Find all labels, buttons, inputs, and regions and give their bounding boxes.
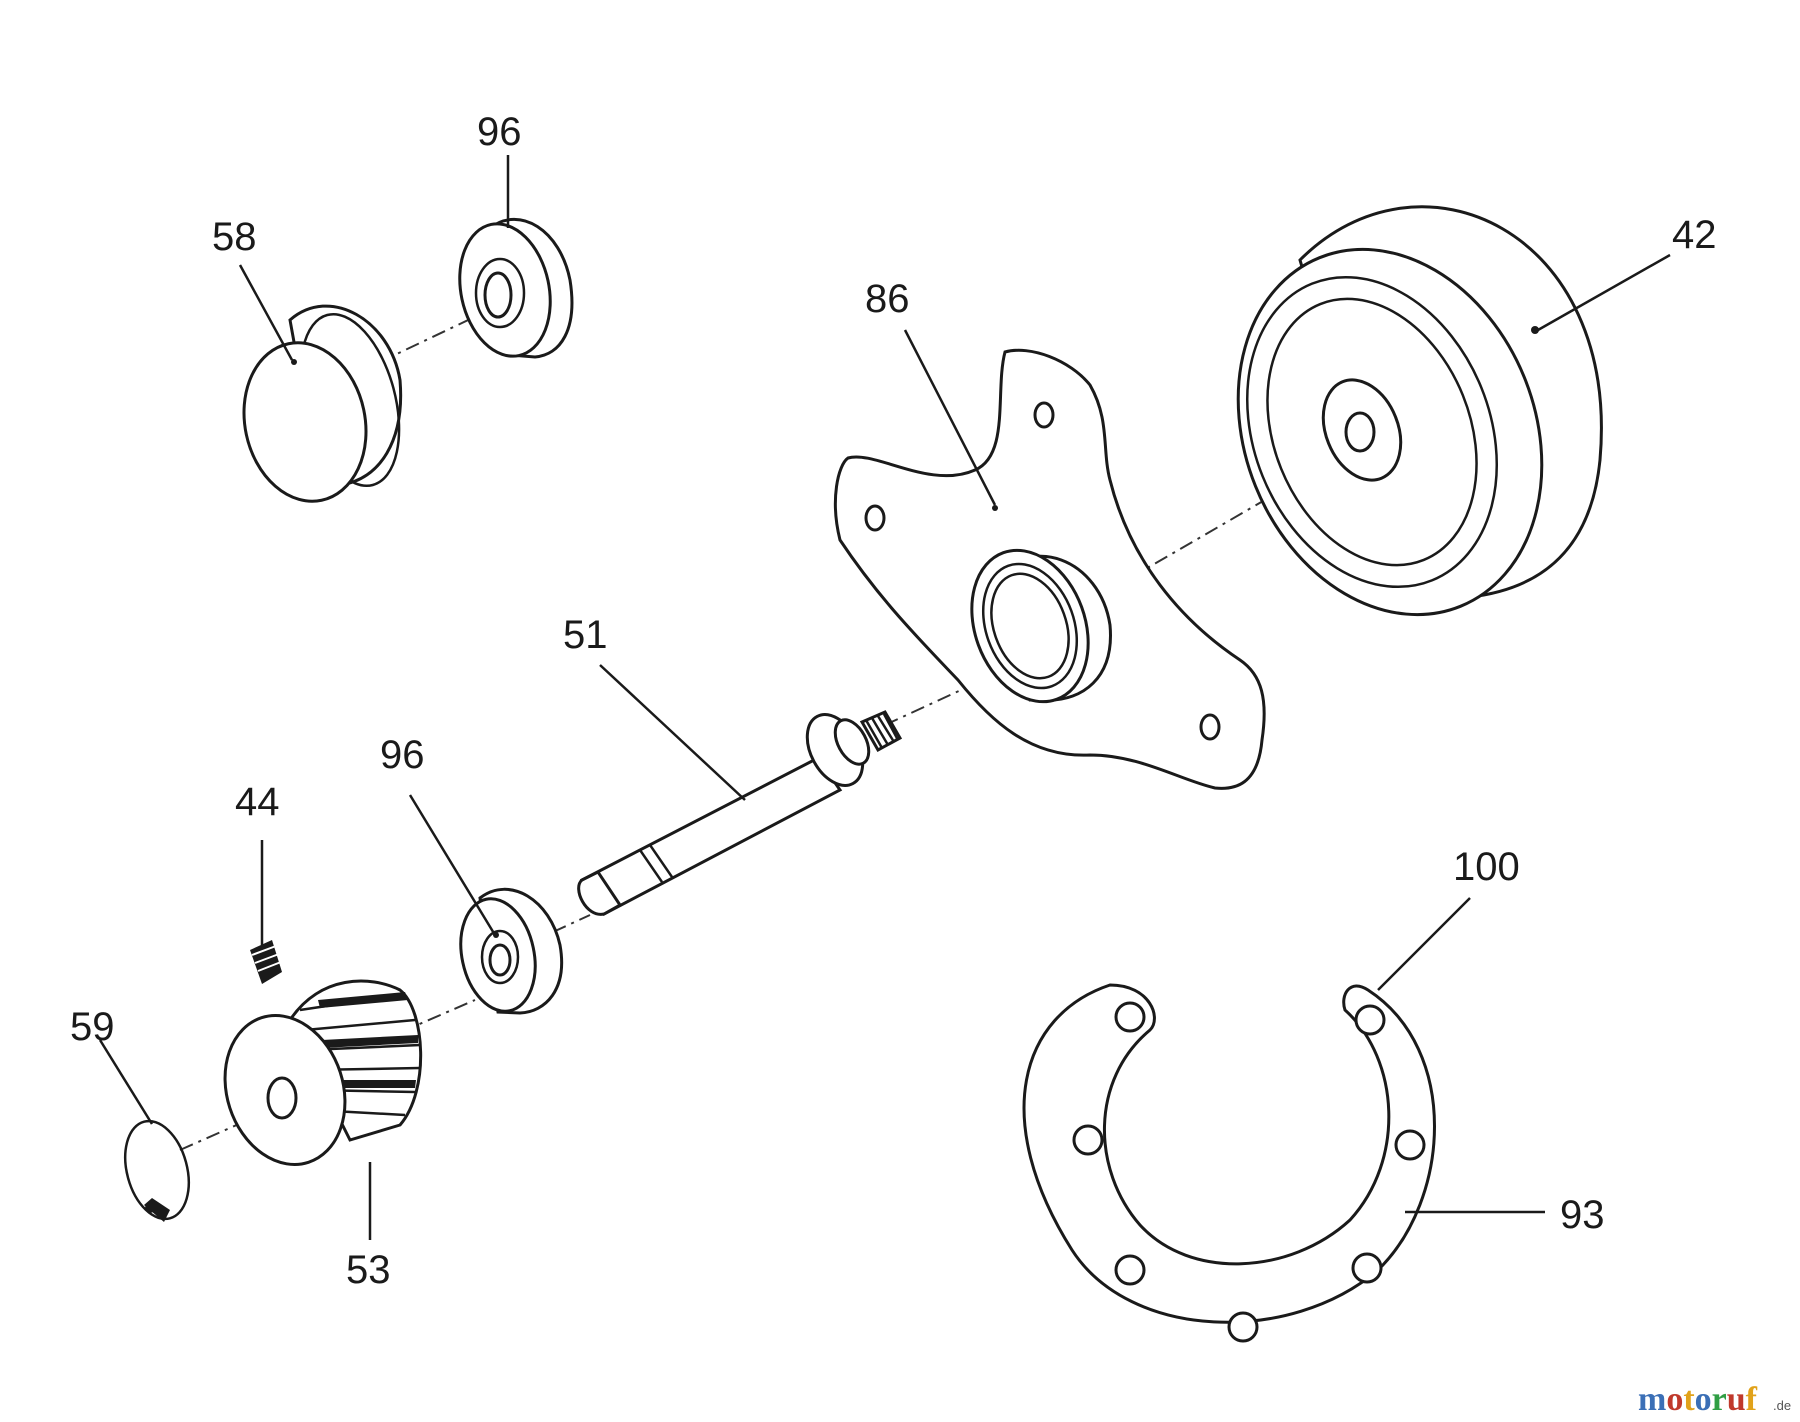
callout-96-top: 96 (477, 110, 522, 154)
wm-letter-7: f (1746, 1381, 1758, 1418)
part-59-clip (124, 1119, 190, 1222)
callout-58: 58 (212, 215, 257, 259)
part-93-c-ring (1022, 983, 1436, 1343)
wm-letter-6: u (1727, 1381, 1746, 1418)
part-86-bracket (833, 348, 1266, 790)
part-44-set-screw (250, 940, 282, 984)
callout-100: 100 (1453, 845, 1520, 889)
part-53-gear (223, 979, 423, 1166)
callout-93: 93 (1560, 1193, 1605, 1237)
wm-letter-3: t (1683, 1381, 1695, 1418)
part-96-bearing-top (458, 217, 574, 359)
part-96-bearing-mid (459, 887, 563, 1015)
callout-labels: 42 86 96 58 51 96 44 59 53 100 93 (70, 110, 1717, 1292)
svg-text:motoruf: motoruf (1638, 1381, 1758, 1418)
wm-letter-5: r (1712, 1381, 1727, 1418)
callout-53: 53 (346, 1248, 391, 1292)
callout-96-mid: 96 (380, 733, 425, 777)
callout-44: 44 (235, 780, 280, 824)
wm-letter-1: m (1638, 1381, 1666, 1418)
leader-lines (98, 155, 1671, 1240)
callout-86: 86 (865, 277, 910, 321)
wm-suffix: .de (1773, 1398, 1791, 1413)
wm-letter-4: o (1695, 1381, 1712, 1418)
part-51-axle (577, 710, 903, 916)
callout-51: 51 (563, 613, 608, 657)
ring-lugs (1072, 1001, 1426, 1343)
wm-letter-2: o (1666, 1381, 1683, 1418)
callout-42: 42 (1672, 213, 1717, 257)
callout-59: 59 (70, 1005, 115, 1049)
watermark-logo: motoruf .de (1638, 1381, 1791, 1418)
part-58-cap (242, 304, 403, 503)
part-42-wheel (1236, 205, 1603, 617)
